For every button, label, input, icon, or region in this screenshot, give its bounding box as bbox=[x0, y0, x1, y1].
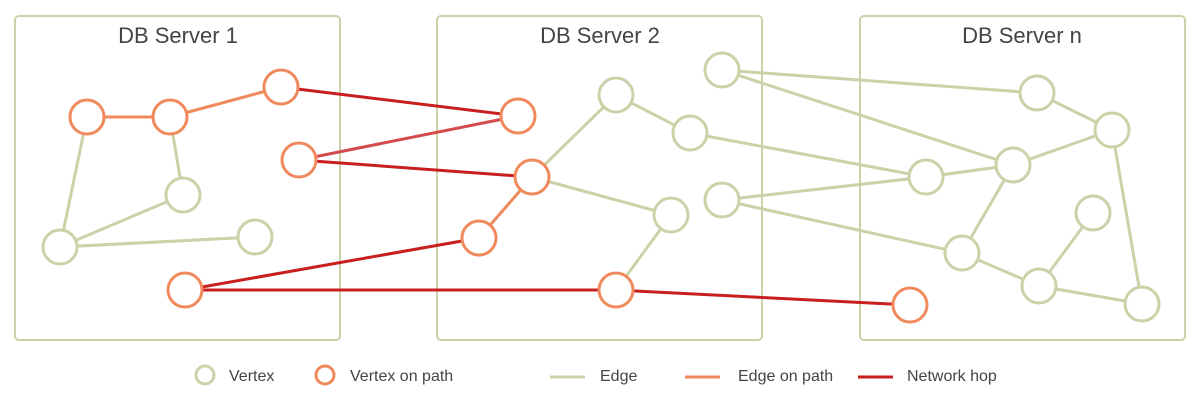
legend-edge-on-path-label: Edge on path bbox=[738, 368, 833, 385]
legend-edge-label: Edge bbox=[600, 368, 637, 385]
legend-vertex-icon bbox=[194, 364, 216, 386]
edge bbox=[721, 68, 1014, 167]
network-hop bbox=[280, 85, 519, 118]
legend-vertex-on-path-icon bbox=[314, 364, 336, 386]
edge-on-path bbox=[169, 85, 282, 119]
legend-vertex-on-path-label: Vertex on path bbox=[350, 368, 453, 385]
edge bbox=[59, 193, 184, 249]
vertex bbox=[1093, 111, 1131, 149]
vertex-on-path bbox=[499, 97, 537, 135]
edge bbox=[721, 175, 927, 202]
legend-vertex-label: Vertex bbox=[229, 368, 274, 385]
vertex bbox=[671, 114, 709, 152]
edge bbox=[721, 198, 963, 255]
vertex-on-path bbox=[891, 286, 929, 324]
vertex-on-path bbox=[166, 271, 204, 309]
vertex bbox=[1018, 74, 1056, 112]
vertex bbox=[907, 158, 945, 196]
vertex bbox=[164, 176, 202, 214]
server-title-n: DB Server n bbox=[962, 23, 1082, 48]
edge bbox=[1110, 129, 1144, 305]
vertex bbox=[652, 196, 690, 234]
edge bbox=[58, 116, 89, 248]
vertex bbox=[1074, 194, 1112, 232]
network-hop bbox=[184, 236, 480, 292]
server-title-1: DB Server 1 bbox=[118, 23, 238, 48]
network-hops bbox=[184, 85, 911, 307]
vertex-on-path bbox=[513, 158, 551, 196]
edge bbox=[530, 93, 618, 179]
vertex-on-path bbox=[597, 271, 635, 309]
vertex bbox=[1123, 285, 1161, 323]
vertex-on-path bbox=[460, 219, 498, 257]
vertex bbox=[1020, 267, 1058, 305]
vertex bbox=[703, 181, 741, 219]
vertices bbox=[41, 51, 1161, 323]
server-title-2: DB Server 2 bbox=[540, 23, 660, 48]
vertex-on-path bbox=[262, 68, 300, 106]
vertex bbox=[703, 51, 741, 89]
edge bbox=[689, 131, 927, 179]
vertex bbox=[41, 228, 79, 266]
path-vertices bbox=[68, 68, 929, 324]
vertex-on-path bbox=[280, 141, 318, 179]
legend-network-hop-label: Network hop bbox=[907, 368, 997, 385]
server-box-2 bbox=[436, 15, 763, 341]
legend: Vertex Vertex on path Edge Edge on path … bbox=[194, 364, 997, 386]
edge bbox=[59, 235, 256, 249]
network-hop bbox=[615, 288, 911, 307]
vertex bbox=[236, 218, 274, 256]
edge bbox=[721, 68, 1038, 95]
network-hop bbox=[298, 114, 519, 162]
vertex bbox=[994, 146, 1032, 184]
vertex bbox=[597, 76, 635, 114]
vertex-on-path bbox=[68, 98, 106, 136]
network-hop bbox=[298, 158, 533, 179]
vertex bbox=[943, 234, 981, 272]
edge bbox=[531, 175, 672, 217]
vertex-on-path bbox=[151, 98, 189, 136]
